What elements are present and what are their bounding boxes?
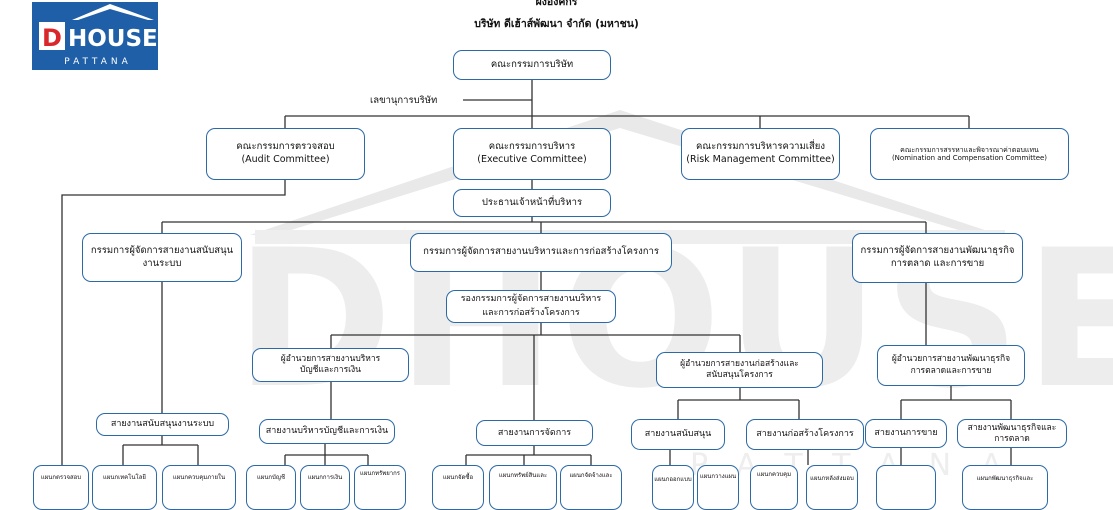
director-construction-box: ผู้อำนวยการสายงานก่อสร้างและ สนับสนุนโคร… — [656, 352, 823, 388]
svg-text:HOUSE: HOUSE — [68, 26, 158, 52]
department-box: แผนกบัญชี — [246, 465, 296, 510]
line-sales-box: สายงานการขาย — [865, 419, 947, 448]
department-box: แผนกตรวจสอบ — [33, 465, 89, 510]
department-box: แผนกหลังส่งมอบ — [806, 465, 858, 510]
audit-committee-box: คณะกรรมการตรวจสอบ (Audit Committee) — [206, 128, 365, 180]
deputy-md-box: รองกรรมการผู้จัดการสายงานบริหาร และการก่… — [446, 290, 616, 323]
director-business-box: ผู้อำนวยการสายงานพัฒนาธุรกิจ การตลาดและก… — [877, 345, 1025, 386]
department-box: แผนกจัดจ้างและ — [560, 465, 622, 510]
line-project-construction-box: สายงานก่อสร้างโครงการ — [746, 419, 864, 450]
department-box — [876, 465, 936, 510]
department-box: แผนกควบคุม — [750, 465, 798, 510]
nomination-committee-box: คณะกรรมการสรรหาและพิจารณาค่าตอบแทน (Nomi… — [870, 128, 1069, 180]
md-administration-construction-box: กรรมการผู้จัดการสายงานบริหารและการก่อสร้… — [410, 233, 672, 272]
department-box: แผนกออกแบบ — [652, 465, 694, 510]
department-box: แผนกทรัพย์สินและ — [489, 465, 557, 510]
department-box: แผนกควบคุมภายใน — [162, 465, 236, 510]
ceo-box: ประธานเจ้าหน้าที่บริหาร — [453, 189, 611, 217]
department-box: แผนกทรัพยากร — [354, 465, 406, 510]
director-finance-box: ผู้อำนวยการสายงานบริหาร บัญชีและการเงิน — [252, 348, 409, 382]
department-box: แผนกเทคโนโลยี — [92, 465, 157, 510]
dhouse-logo: D HOUSE PATTANA — [32, 2, 158, 70]
line-system-support-box: สายงานสนับสนุนงานระบบ — [96, 413, 229, 436]
department-box: แผนกวางแผน — [697, 465, 739, 510]
board-of-directors-box: คณะกรรมการบริษัท — [453, 50, 611, 80]
line-accounting-box: สายงานบริหารบัญชีและการเงิน — [259, 419, 395, 444]
line-project-support-box: สายงานสนับสนุน — [631, 419, 725, 450]
chart-title-line1: ผังองค์กร — [535, 0, 578, 8]
company-secretary-label: เลขานุการบริษัท — [370, 95, 438, 106]
chart-title-line2: บริษัท ดีเฮ้าส์พัฒนา จำกัด (มหาชน) — [474, 18, 639, 30]
department-box: แผนกจัดซื้อ — [432, 465, 484, 510]
line-procurement-box: สายงานการจัดการ — [476, 420, 593, 446]
md-business-development-box: กรรมการผู้จัดการสายงานพัฒนาธุรกิจ การตลา… — [852, 233, 1023, 283]
svg-text:PATTANA: PATTANA — [64, 57, 132, 67]
risk-committee-box: คณะกรรมการบริหารความเสี่ยง (Risk Managem… — [681, 128, 840, 180]
department-box: แผนกการเงิน — [300, 465, 350, 510]
md-system-support-box: กรรมการผู้จัดการสายงานสนับสนุน งานระบบ — [82, 233, 242, 282]
executive-committee-box: คณะกรรมการบริหาร (Executive Committee) — [453, 128, 611, 180]
line-business-development-box: สายงานพัฒนาธุรกิจและ การตลาด — [957, 419, 1067, 448]
department-box: แผนกพัฒนาธุรกิจและ — [962, 465, 1048, 510]
svg-text:D: D — [42, 24, 62, 52]
